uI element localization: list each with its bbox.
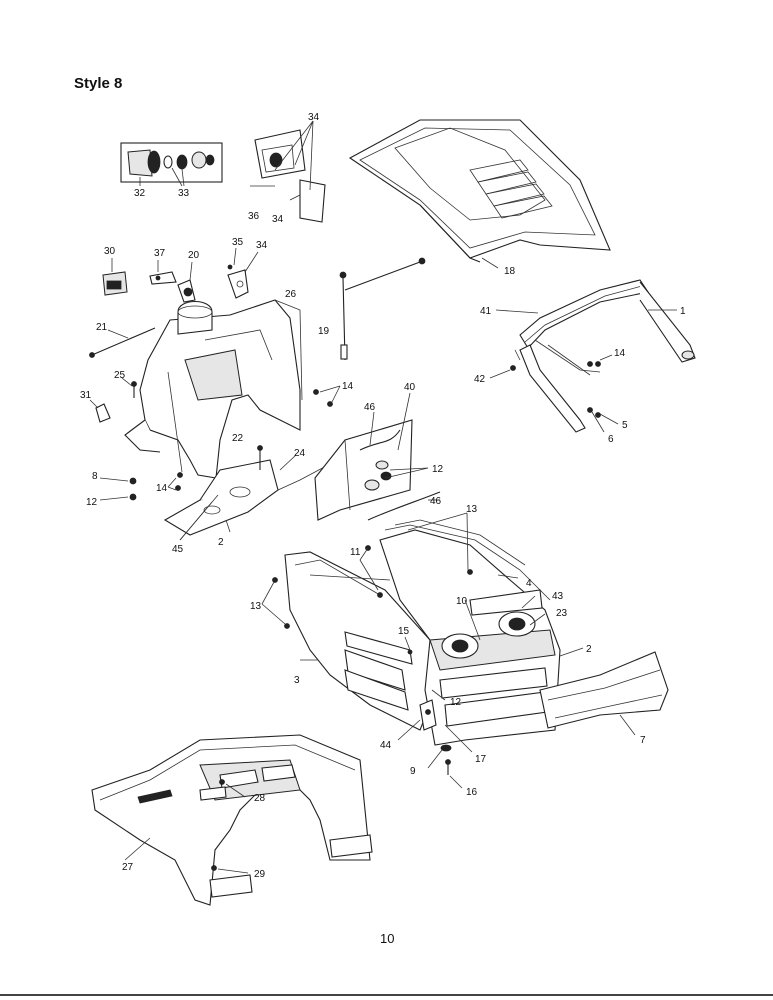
callout-13: 13 (250, 601, 262, 612)
left-hardware (99, 385, 341, 501)
hood (348, 119, 611, 269)
callout-24: 24 (294, 448, 306, 459)
callout-46: 46 (364, 402, 376, 413)
callout-30: 30 (104, 246, 116, 257)
callout-44: 44 (380, 740, 392, 751)
callout-2: 2 (586, 644, 592, 655)
rear-fender (91, 734, 373, 906)
callout-5: 5 (622, 420, 628, 431)
callout-34: 34 (256, 240, 268, 251)
bumper-hardware (489, 354, 619, 433)
callout-12: 12 (86, 497, 98, 508)
callout-21: 21 (96, 322, 108, 333)
callout-20: 20 (188, 250, 200, 261)
dash-support-panel (314, 392, 441, 521)
fuel-line (89, 327, 156, 358)
callout-27: 27 (122, 862, 134, 873)
callout-12: 12 (432, 464, 444, 475)
callout-labels: 34 32 33 36 34 30 37 20 35 34 18 26 41 1… (80, 112, 686, 880)
diagram-title: Style 8 (74, 75, 123, 92)
page-number: 10 (380, 931, 395, 946)
callout-37: 37 (154, 248, 166, 259)
ignition-switch-assembly (120, 142, 223, 187)
callout-28: 28 (254, 793, 266, 804)
callout-43: 43 (552, 591, 564, 602)
callout-10: 10 (456, 596, 468, 607)
grille-housing (359, 512, 584, 746)
callout-31: 31 (80, 390, 92, 401)
callout-1: 1 (680, 306, 686, 317)
callout-4: 4 (526, 578, 532, 589)
callout-33: 33 (178, 188, 190, 199)
callout-11: 11 (350, 547, 361, 558)
hood-rod (339, 257, 426, 361)
callout-29: 29 (254, 869, 266, 880)
callout-46: 46 (430, 496, 442, 507)
dash-panel-and-fuel-tank (124, 299, 303, 479)
front-bumper (539, 651, 669, 736)
page-bottom-rule (0, 994, 773, 996)
callout-32: 32 (134, 188, 146, 199)
callout-18: 18 (504, 266, 516, 277)
callout-26: 26 (285, 289, 297, 300)
grille-lower-hardware (397, 699, 473, 789)
callout-13: 13 (466, 504, 478, 515)
callout-16: 16 (466, 787, 478, 798)
side-screws (89, 377, 137, 423)
callout-14: 14 (614, 348, 626, 359)
callout-36: 36 (248, 211, 260, 222)
callout-42: 42 (474, 374, 486, 385)
callout-25: 25 (114, 370, 126, 381)
callout-19: 19 (318, 326, 330, 337)
headlight-switch-bracket (250, 120, 326, 223)
callout-8: 8 (92, 471, 98, 482)
callout-15: 15 (398, 626, 410, 637)
callout-41: 41 (480, 306, 492, 317)
callout-34: 34 (308, 112, 320, 123)
callout-3: 3 (294, 675, 300, 686)
front-bumper-bar (495, 279, 696, 433)
callout-17: 17 (475, 754, 487, 765)
callout-35: 35 (232, 237, 244, 248)
callout-22: 22 (232, 433, 244, 444)
callout-45: 45 (172, 544, 184, 555)
callout-14: 14 (156, 483, 168, 494)
callout-34: 34 (272, 214, 284, 225)
callout-9: 9 (410, 766, 416, 777)
side-panel (261, 551, 433, 731)
callout-14: 14 (342, 381, 354, 392)
callout-6: 6 (608, 434, 614, 445)
callout-12: 12 (450, 697, 462, 708)
dash-small-parts (102, 247, 259, 303)
callout-7: 7 (640, 735, 646, 746)
callout-40: 40 (404, 382, 416, 393)
callout-2: 2 (218, 537, 224, 548)
callout-23: 23 (556, 608, 568, 619)
